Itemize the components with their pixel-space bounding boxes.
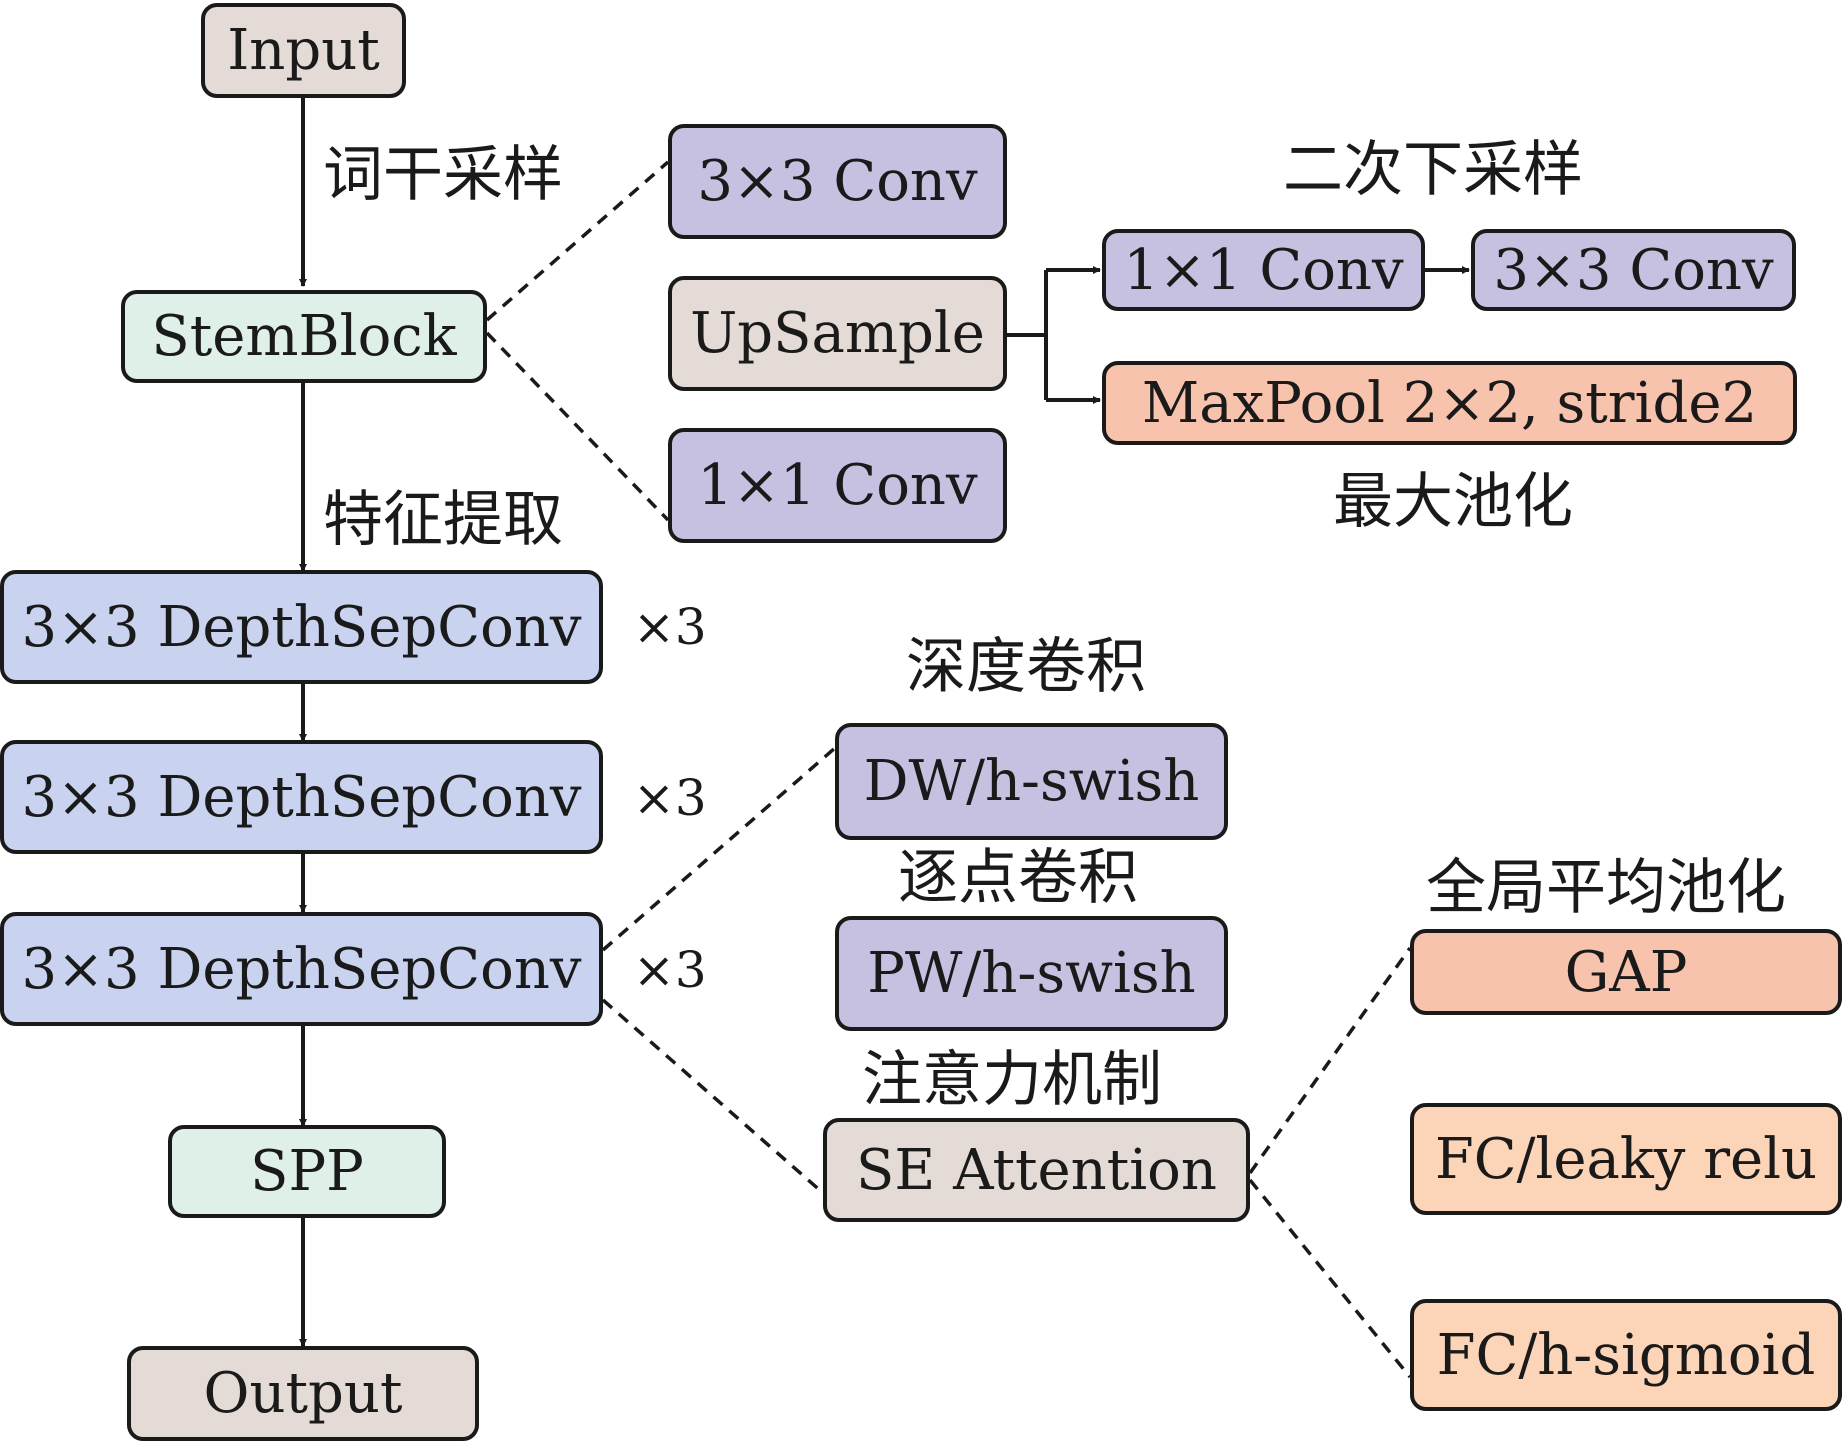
downsample-conv1x1-node: 1×1 Conv xyxy=(1102,229,1425,311)
repeat-label-1: ×3 xyxy=(633,598,707,656)
output-node: Output xyxy=(127,1346,479,1441)
label-stem-sampling: 词干采样 xyxy=(323,140,563,210)
dash-se-fc-sigmoid xyxy=(1248,1178,1412,1379)
downsample-conv3x3-node: 3×3 Conv xyxy=(1471,229,1796,311)
label-depthwise-conv: 深度卷积 xyxy=(906,632,1146,702)
fc-h-sigmoid-node: FC/h-sigmoid xyxy=(1410,1299,1842,1411)
dash-se-gap xyxy=(1248,946,1412,1175)
gap-node: GAP xyxy=(1410,929,1842,1015)
dash-dsc3-se xyxy=(601,998,825,1195)
label-global-avg-pooling: 全局平均池化 xyxy=(1426,853,1786,923)
stemblock-node: StemBlock xyxy=(121,290,487,383)
input-node: Input xyxy=(201,3,406,98)
label-max-pooling: 最大池化 xyxy=(1333,467,1573,537)
upsample-node: UpSample xyxy=(668,276,1007,391)
dash-stem-conv3x3 xyxy=(485,160,670,322)
se-attention-node: SE Attention xyxy=(823,1118,1250,1222)
label-attention: 注意力机制 xyxy=(862,1045,1162,1115)
spp-node: SPP xyxy=(168,1125,446,1218)
label-secondary-downsampling: 二次下采样 xyxy=(1283,135,1583,205)
label-pointwise-conv: 逐点卷积 xyxy=(898,843,1138,913)
stem-conv1x1-node: 1×1 Conv xyxy=(668,428,1007,543)
dash-dsc3-dw xyxy=(601,746,837,952)
dw-hswish-node: DW/h-swish xyxy=(835,723,1228,840)
depthsepconv-block-3: 3×3 DepthSepConv xyxy=(0,912,603,1026)
depthsepconv-block-1: 3×3 DepthSepConv xyxy=(0,570,603,684)
fc-leaky-relu-node: FC/leaky relu xyxy=(1410,1103,1842,1215)
dash-stem-conv1x1 xyxy=(485,331,670,522)
depthsepconv-block-2: 3×3 DepthSepConv xyxy=(0,740,603,854)
repeat-label-3: ×3 xyxy=(633,941,707,999)
pw-hswish-node: PW/h-swish xyxy=(835,916,1228,1031)
stem-conv3x3-node: 3×3 Conv xyxy=(668,124,1007,239)
maxpool-node: MaxPool 2×2, stride2 xyxy=(1102,361,1797,445)
repeat-label-2: ×3 xyxy=(633,769,707,827)
label-feature-extraction: 特征提取 xyxy=(323,485,563,555)
